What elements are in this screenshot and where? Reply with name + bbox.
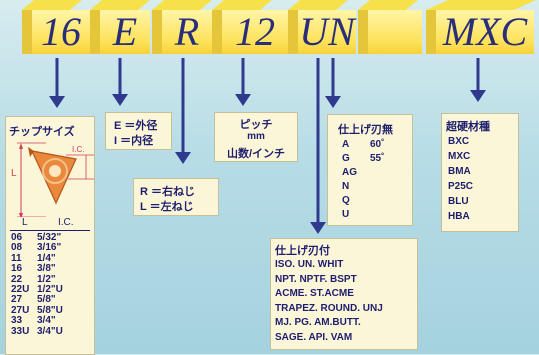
- grade-box: 超硬材種 BXC MXC BMA P25C BLU HBA: [441, 113, 519, 232]
- list-item: N: [342, 181, 350, 192]
- code-pitch-text: 12: [222, 10, 288, 54]
- list-item: SAGE. API. VAM: [275, 331, 353, 343]
- grade-list: BXC MXC BMA P25C BLU HBA: [448, 134, 473, 224]
- pitch-box: ピッチ mm 山数/インチ: [214, 112, 298, 162]
- code-size-text: 16: [32, 10, 90, 54]
- grade-title: 超硬材種: [446, 121, 490, 133]
- list-item: AG: [342, 167, 357, 178]
- hand-right: R ＝右ねじ: [140, 186, 195, 198]
- code-profile-text: UN: [298, 9, 356, 54]
- with-finish-box: 仕上げ刃付 ISO. UN. WHIT NPT. NPTF. BSPT ACME…: [270, 238, 418, 350]
- code-type-text: E: [100, 10, 150, 54]
- list-item: BXC: [448, 136, 470, 147]
- chip-size-divider: [10, 230, 90, 231]
- list-item: P25C: [448, 181, 474, 192]
- list-item: NPT. NPTF. BSPT: [275, 273, 357, 285]
- list-item: BLU: [448, 196, 469, 207]
- list-item: TRAPEZ. ROUND. UNJ: [275, 302, 383, 314]
- code-blank-text: [368, 10, 422, 54]
- list-item: ISO. UN. WHIT: [275, 259, 344, 270]
- type-external: E ＝外径: [114, 120, 158, 132]
- hand-box: R ＝右ねじ L ＝左ねじ: [133, 178, 219, 216]
- chip-size-header: L I.C.: [22, 217, 74, 228]
- insert-diagram: [17, 142, 94, 217]
- list-item: Q: [342, 195, 350, 206]
- pitch-mm: mm: [247, 131, 265, 142]
- list-item: MJ. PG. AM.BUTT.: [275, 317, 361, 328]
- list-item: MXC: [448, 151, 471, 162]
- type-box: E ＝外径 I ＝内径: [105, 112, 172, 150]
- with-finish-list: ISO. UN. WHIT NPT. NPTF. BSPT ACME. ST.A…: [275, 258, 383, 345]
- insert-label-ic: I.C.: [72, 145, 85, 154]
- chip-size-header-l: L: [22, 217, 28, 228]
- pitch-title: ピッチ: [239, 119, 273, 131]
- chip-size-title: チップサイズ: [9, 126, 75, 138]
- list-item: U: [342, 209, 350, 220]
- list-item: HBA: [448, 211, 470, 222]
- hand-left: L ＝左ねじ: [140, 201, 194, 213]
- list-item: BMA: [448, 166, 471, 177]
- with-finish-title: 仕上げ刃付: [275, 245, 330, 257]
- chip-size-header-ic: I.C.: [58, 217, 74, 228]
- type-internal: I ＝内径: [114, 135, 154, 147]
- list-item: ACME. ST.ACME: [275, 288, 354, 299]
- code-hand-text: R: [162, 10, 212, 54]
- code-grade-text: MXC: [436, 10, 534, 54]
- pitch-tpi: 山数/インチ: [226, 148, 286, 160]
- insert-label-l: L: [11, 168, 17, 179]
- no-finish-title: 仕上げ刃無: [338, 124, 393, 136]
